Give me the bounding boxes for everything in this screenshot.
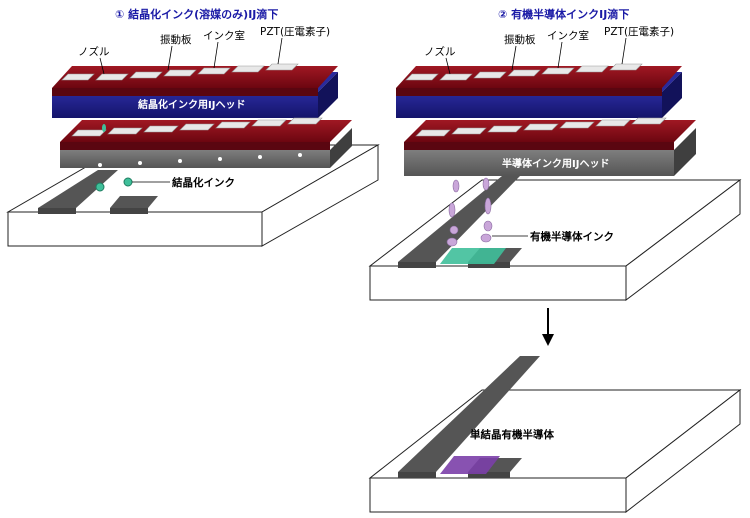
right-semi-ink-drops	[446, 177, 493, 247]
left-head-back: 結晶化インク用IJヘッド	[52, 63, 338, 118]
single-crystal-area	[440, 456, 500, 474]
right-head-label: 半導体インク用IJヘッド	[502, 157, 609, 170]
left-label-crystal-ink: 結晶化インク	[172, 176, 235, 189]
left-crystal-ink-drop	[95, 182, 105, 192]
left-label-pzt: PZT(圧電素子)	[260, 25, 330, 38]
right-label-ink-chamber: インク室	[547, 29, 589, 42]
left-head-front	[60, 117, 352, 168]
right-title: ② 有機半導体インクIJ滴下	[498, 7, 629, 21]
down-arrow	[542, 308, 554, 346]
bottom-label-single-crystal: 単結晶有機半導体	[470, 428, 554, 441]
right-label-semi-ink: 有機半導体インク	[530, 230, 614, 243]
right-head-back	[396, 63, 682, 118]
left-label-nozzle: ノズル	[78, 45, 110, 58]
right-head-front: 半導体インク用IJヘッド	[404, 117, 696, 176]
right-label-vibration-plate: 振動板	[504, 33, 536, 46]
left-electrodes	[38, 170, 158, 214]
left-ink-drop-top	[102, 124, 106, 132]
right-substrate	[368, 178, 742, 302]
right-label-pzt: PZT(圧電素子)	[604, 25, 674, 38]
left-label-ink-chamber: インク室	[203, 29, 245, 42]
left-title: ① 結晶化インク(溶媒のみ)IJ滴下	[115, 7, 278, 21]
left-label-vibration-plate: 振動板	[160, 33, 192, 46]
right-crystal-ink-area	[440, 248, 506, 264]
right-label-nozzle: ノズル	[424, 45, 456, 58]
left-crystal-ink-drop	[123, 177, 133, 187]
left-head-label: 結晶化インク用IJヘッド	[138, 98, 245, 111]
